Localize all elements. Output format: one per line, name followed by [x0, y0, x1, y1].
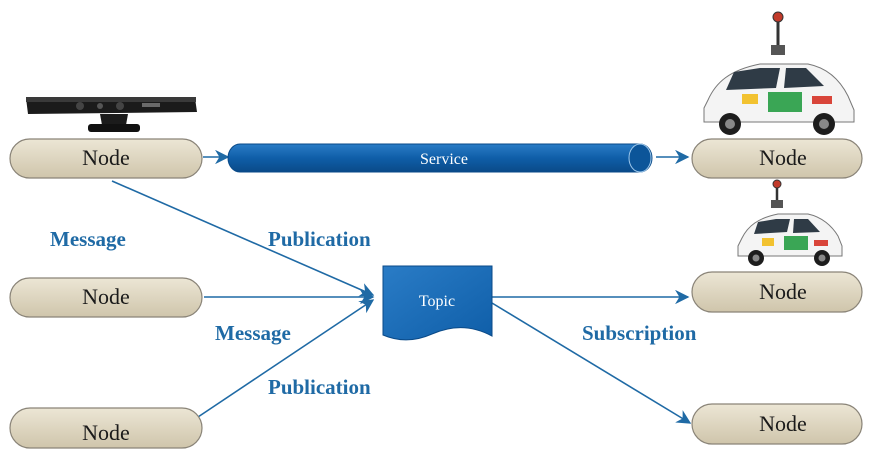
arrow-publication-bottom [197, 299, 375, 418]
topic-label: Topic [419, 293, 455, 310]
label-subscription: Subscription [582, 321, 697, 345]
arrow-subscription-bottom [491, 302, 692, 424]
arrow-publication-top [111, 180, 375, 297]
edges [111, 149, 692, 424]
node-subscriber-bottom: Node [691, 403, 863, 445]
service-label: Service [420, 151, 468, 168]
label-message-top: Message [50, 227, 126, 251]
node-label: Node [759, 279, 807, 304]
node-label: Node [82, 420, 130, 445]
label-publication-top: Publication [268, 227, 371, 251]
label-publication-bottom: Publication [268, 375, 371, 399]
topic-document: Topic [382, 265, 493, 341]
node-service-server: Node [691, 138, 863, 179]
node-publisher-bottom: Node [9, 407, 203, 449]
node-label: Node [759, 411, 807, 436]
node-label: Node [82, 284, 130, 309]
node-label: Node [82, 145, 130, 170]
node-label: Node [759, 145, 807, 170]
node-publisher-middle: Node [9, 277, 203, 318]
street-view-car-icon [737, 179, 843, 266]
kinect-sensor-icon [26, 97, 197, 132]
service-pipe: Service [227, 143, 653, 173]
street-view-car-icon [703, 11, 855, 135]
node-publisher-top: Node [9, 138, 203, 179]
node-subscriber-middle: Node [691, 271, 863, 313]
label-message-middle: Message [215, 321, 291, 345]
